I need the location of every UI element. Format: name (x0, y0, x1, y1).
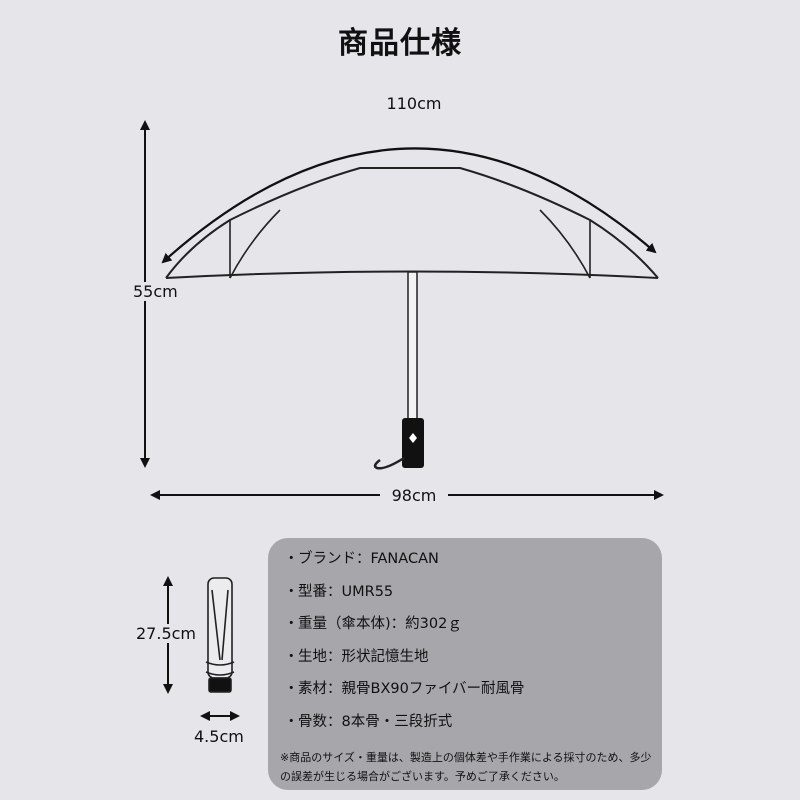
spec-item-label: 重量（傘本体)：約302ｇ (298, 616, 462, 632)
spec-item-label: 骨数：8本骨・三段折式 (298, 713, 453, 730)
bullet-icon: ・ (284, 681, 299, 697)
spec-item-model: ・型番：UMR55 (284, 581, 646, 614)
folded-diameter-label: 4.5cm (192, 727, 246, 746)
open-height-label: 55cm (131, 282, 180, 301)
spec-panel: ・ブランド：FANACAN ・型番：UMR55 ・重量（傘本体)：約302ｇ ・… (268, 538, 662, 790)
bullet-icon: ・ (284, 583, 299, 600)
folded-length-label: 27.5cm (134, 624, 199, 643)
span-label: 98cm (380, 486, 448, 505)
umbrella-handle (373, 418, 424, 470)
spec-item-label: 素材：親骨BX90ファイバー耐風骨 (298, 681, 525, 697)
open-umbrella-illustration (165, 167, 659, 279)
bullet-icon: ・ (284, 713, 299, 730)
bullet-icon: ・ (284, 648, 299, 665)
spec-item-label: ブランド：FANACAN (298, 551, 439, 567)
umbrella-shaft (407, 271, 418, 421)
bullet-icon: ・ (284, 616, 299, 632)
spec-item-label: 生地：形状記憶生地 (298, 648, 429, 665)
disclaimer-note: ※商品のサイズ・重量は、製造上の個体差や手作業による採寸のため、多少の誤差が生じ… (280, 751, 652, 783)
spec-item-ribs: ・骨数：8本骨・三段折式 (284, 711, 646, 744)
folded-umbrella-illustration (205, 577, 235, 693)
spec-item-weight: ・重量（傘本体)：約302ｇ (284, 613, 646, 646)
page-title: 商品仕様 (338, 26, 462, 61)
open-width-arc (161, 147, 657, 264)
spec-item-label: 型番：UMR55 (298, 583, 394, 600)
spec-item-material: ・素材：親骨BX90ファイバー耐風骨 (284, 678, 646, 711)
spec-list: ・ブランド：FANACAN ・型番：UMR55 ・重量（傘本体)：約302ｇ ・… (284, 548, 646, 743)
bullet-icon: ・ (284, 551, 299, 567)
spec-item-fabric: ・生地：形状記憶生地 (284, 646, 646, 679)
spec-item-brand: ・ブランド：FANACAN (284, 548, 646, 581)
open-width-label: 110cm (370, 94, 458, 113)
